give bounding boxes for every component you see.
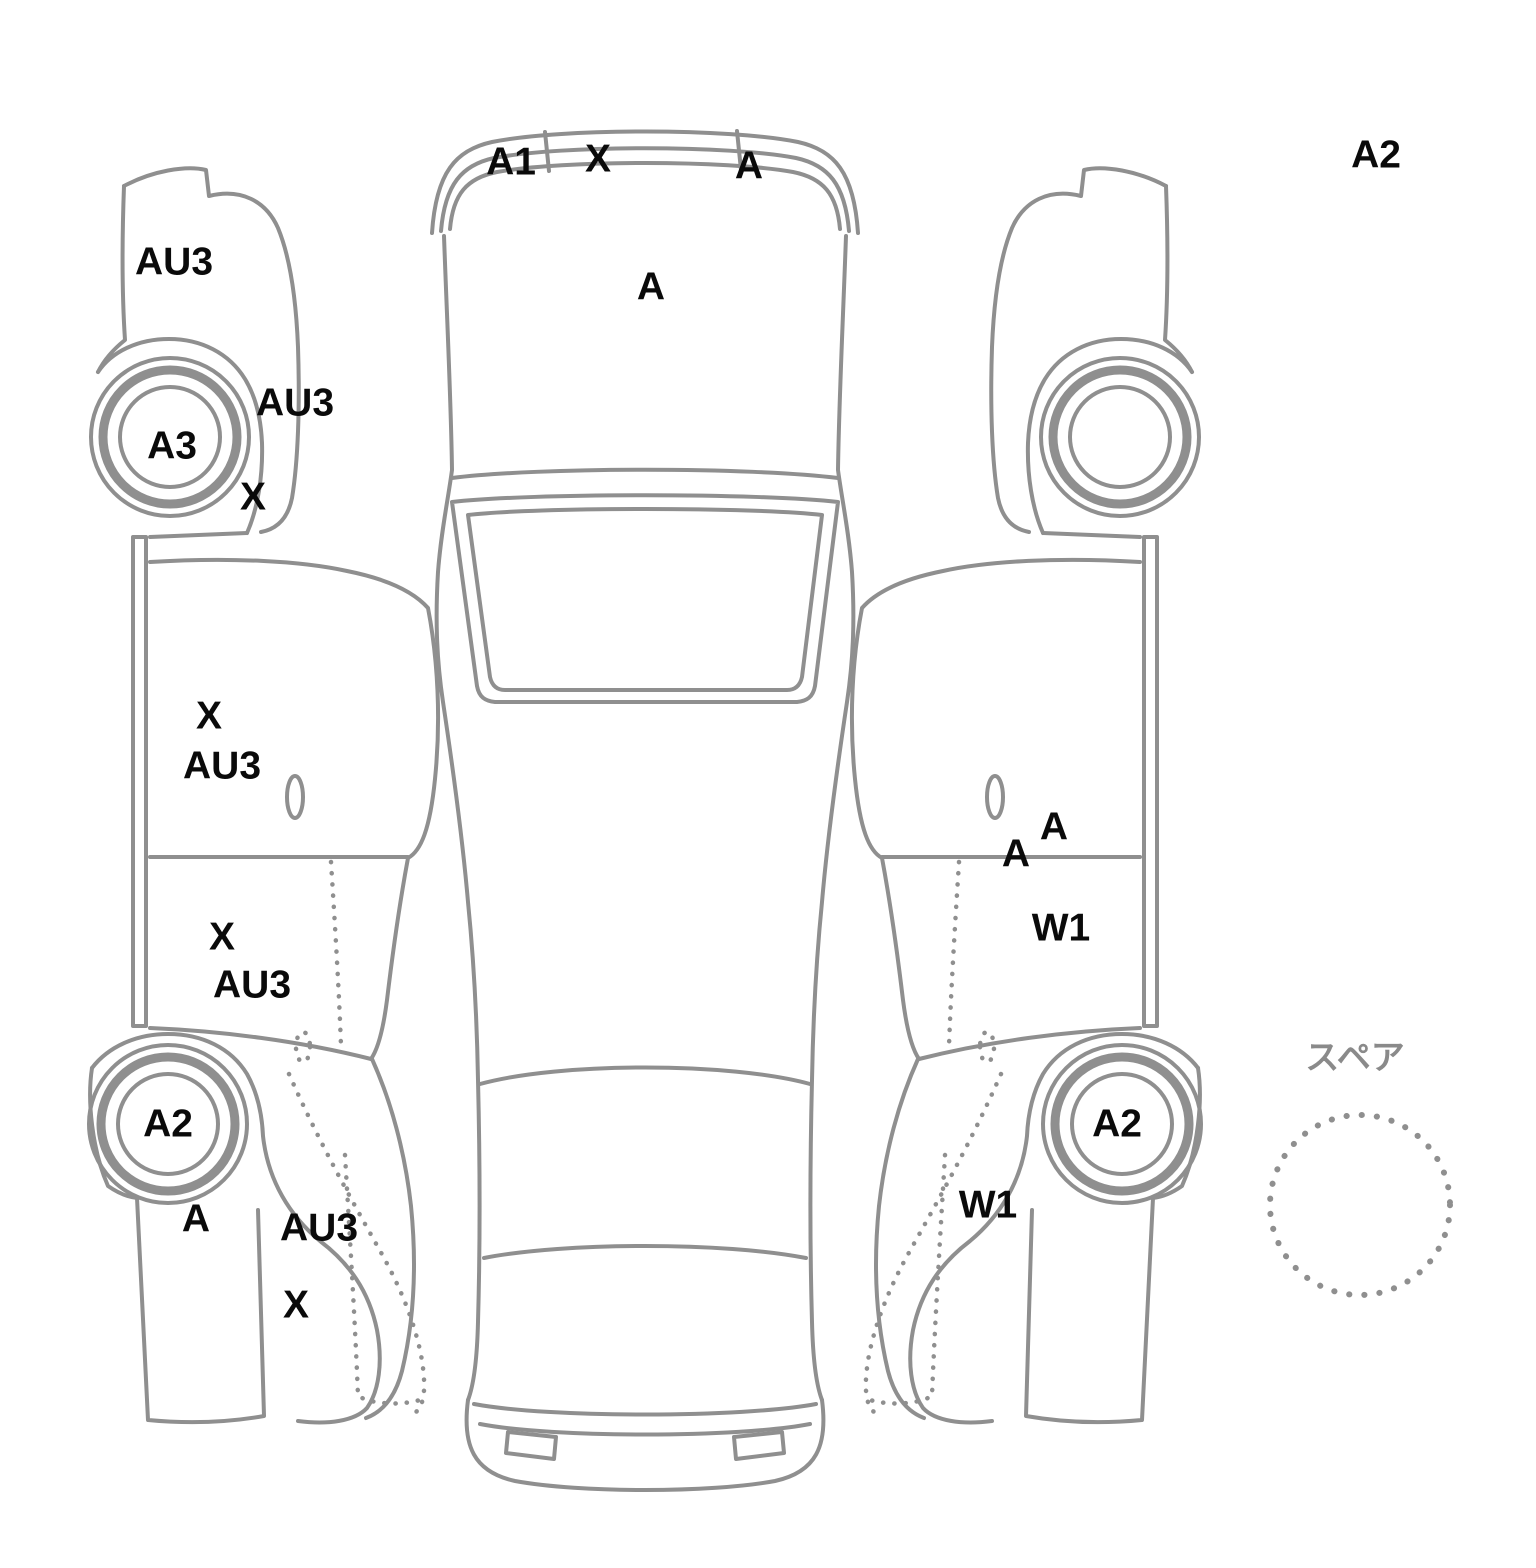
spare-tire-label: スペア	[1305, 1039, 1405, 1077]
damage-code-front-panel-center: X	[584, 137, 612, 181]
front-wheel	[89, 356, 251, 518]
damage-code-right-rear-quarter: W1	[958, 1183, 1018, 1227]
damage-code-right-rear-door-lower: W1	[1031, 906, 1091, 950]
damage-code-right-rear-door-upper: A	[1039, 805, 1069, 849]
damage-code-right-rear-wheel: A2	[1092, 1102, 1142, 1146]
damage-code-hood-center: A	[636, 265, 666, 309]
damage-code-front-panel-right: A	[734, 144, 764, 188]
damage-code-left-front-door-lower: AU3	[182, 744, 262, 788]
damage-code-left-rear-door-upper: X	[208, 915, 236, 959]
right-side-view	[852, 168, 1201, 1422]
damage-code-left-rear-wheel: A2	[143, 1102, 193, 1146]
door-handle	[285, 774, 305, 820]
damage-code-left-rear-door-lower: AU3	[212, 963, 292, 1007]
rear-wheel	[87, 1043, 249, 1205]
top-view	[430, 129, 860, 1492]
damage-code-right-rear-door: A	[1001, 832, 1031, 876]
damage-code-left-rear-quarter-lower: X	[282, 1283, 310, 1327]
damage-code-left-front-door-upper: X	[195, 694, 223, 738]
damage-code-left-front-fender-lower: AU3	[255, 381, 335, 425]
damage-code-left-front-fender-upper: AU3	[134, 240, 214, 284]
damage-code-sheet-corner-note: A2	[1351, 133, 1401, 177]
damage-code-front-panel-left: A1	[486, 140, 536, 184]
left-side-view	[87, 166, 441, 1425]
spare-tire-outline	[1267, 1112, 1453, 1298]
damage-code-left-front-wheel: A3	[147, 424, 197, 468]
damage-code-left-rear-quarter: AU3	[279, 1206, 359, 1250]
damage-code-left-rear-quarter-front: A	[181, 1197, 211, 1241]
damage-code-left-front-wheel-rear: X	[239, 475, 267, 519]
